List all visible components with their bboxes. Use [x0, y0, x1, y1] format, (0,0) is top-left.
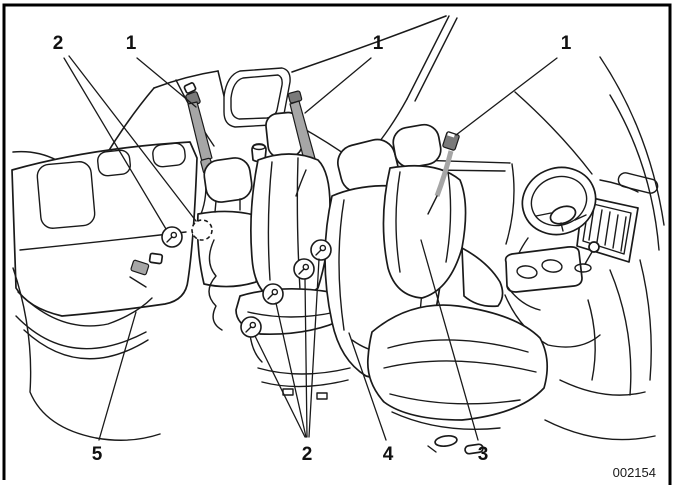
door-pull-handle	[617, 172, 659, 194]
hidden-seat-belt-buckle-icon	[191, 219, 213, 241]
callout-label-1-right: 1	[561, 33, 572, 54]
seat-belt-buckle-icon	[240, 316, 262, 338]
seat-belt-retractor-icon	[287, 90, 303, 104]
callout-label-1-left: 1	[126, 33, 137, 54]
callout-label-2-top: 2	[53, 33, 64, 54]
third-row-seat-belt	[175, 79, 215, 215]
seat-belt-anchor-icon	[442, 131, 460, 151]
front-seat-belt	[427, 131, 460, 215]
head-restraint	[392, 123, 442, 169]
seat-belt-buckle-icon	[161, 226, 183, 248]
seat-adjust-lever-icon	[434, 434, 458, 448]
seat-belt-buckle-icon	[310, 239, 332, 261]
front-seat-cushion	[366, 304, 549, 421]
bench-latch-icon	[130, 259, 150, 276]
seat-belt-buckles	[161, 219, 332, 338]
center-console	[504, 241, 600, 311]
third-row-seat	[11, 141, 198, 441]
gear-shifter-knob	[588, 241, 600, 253]
callout-label-5: 5	[92, 444, 103, 465]
callout-label-4: 4	[383, 444, 394, 465]
callout-label-2-bottom: 2	[302, 444, 313, 465]
seat-adjust-lever-icon	[464, 443, 484, 455]
cup-holder-icon	[516, 265, 538, 279]
cup-holder-icon	[541, 259, 563, 273]
driver-seat	[382, 123, 504, 308]
figure-border	[2, 3, 672, 485]
callout-labels: 2 1 1 1 5 2 4 3	[53, 33, 572, 465]
callout-label-3: 3	[478, 444, 489, 465]
seat-belt-buckle-icon	[293, 258, 315, 280]
second-row-left-seat	[196, 143, 267, 288]
seat-belt-buckle-icon	[262, 283, 284, 305]
bench-latch-icon	[148, 252, 164, 265]
callout-lines	[63, 55, 558, 441]
head-restraint	[203, 157, 253, 203]
callout-label-1-middle: 1	[373, 33, 384, 54]
figure-code: 002154	[613, 465, 656, 480]
